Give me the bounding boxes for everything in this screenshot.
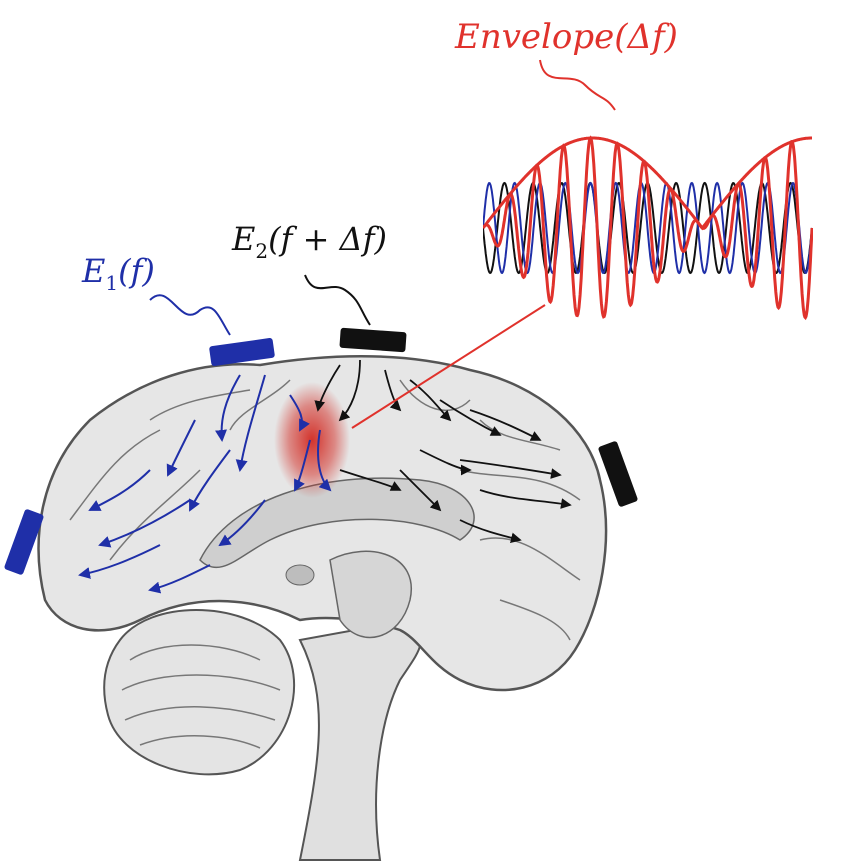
stimulation-focus bbox=[274, 382, 350, 498]
electrode-e1-left bbox=[4, 509, 44, 575]
envelope-curve bbox=[483, 136, 812, 231]
electrode-e1-top bbox=[209, 338, 275, 366]
e1-label: E1(f) bbox=[81, 252, 155, 295]
wave-plot bbox=[483, 135, 813, 321]
e1-field-arrows bbox=[78, 374, 332, 594]
e1-wave bbox=[483, 181, 813, 275]
cerebellum bbox=[103, 609, 295, 776]
electrode-e2-right bbox=[598, 441, 638, 507]
e2-label: E2(f + Δf) bbox=[231, 220, 387, 263]
interference-wave bbox=[483, 135, 813, 321]
envelope-label: Envelope(Δf) bbox=[454, 17, 678, 57]
e2-field-arrows bbox=[314, 359, 572, 544]
envelope-leader bbox=[539, 59, 616, 111]
e1-leader bbox=[149, 294, 231, 336]
brainstem bbox=[298, 618, 422, 861]
gyri bbox=[69, 379, 581, 641]
focus-to-wave-line bbox=[351, 304, 546, 429]
thalamus bbox=[285, 564, 315, 586]
midbrain bbox=[329, 550, 413, 639]
e2-leader bbox=[304, 274, 371, 326]
electrode-e2-top bbox=[339, 327, 407, 353]
